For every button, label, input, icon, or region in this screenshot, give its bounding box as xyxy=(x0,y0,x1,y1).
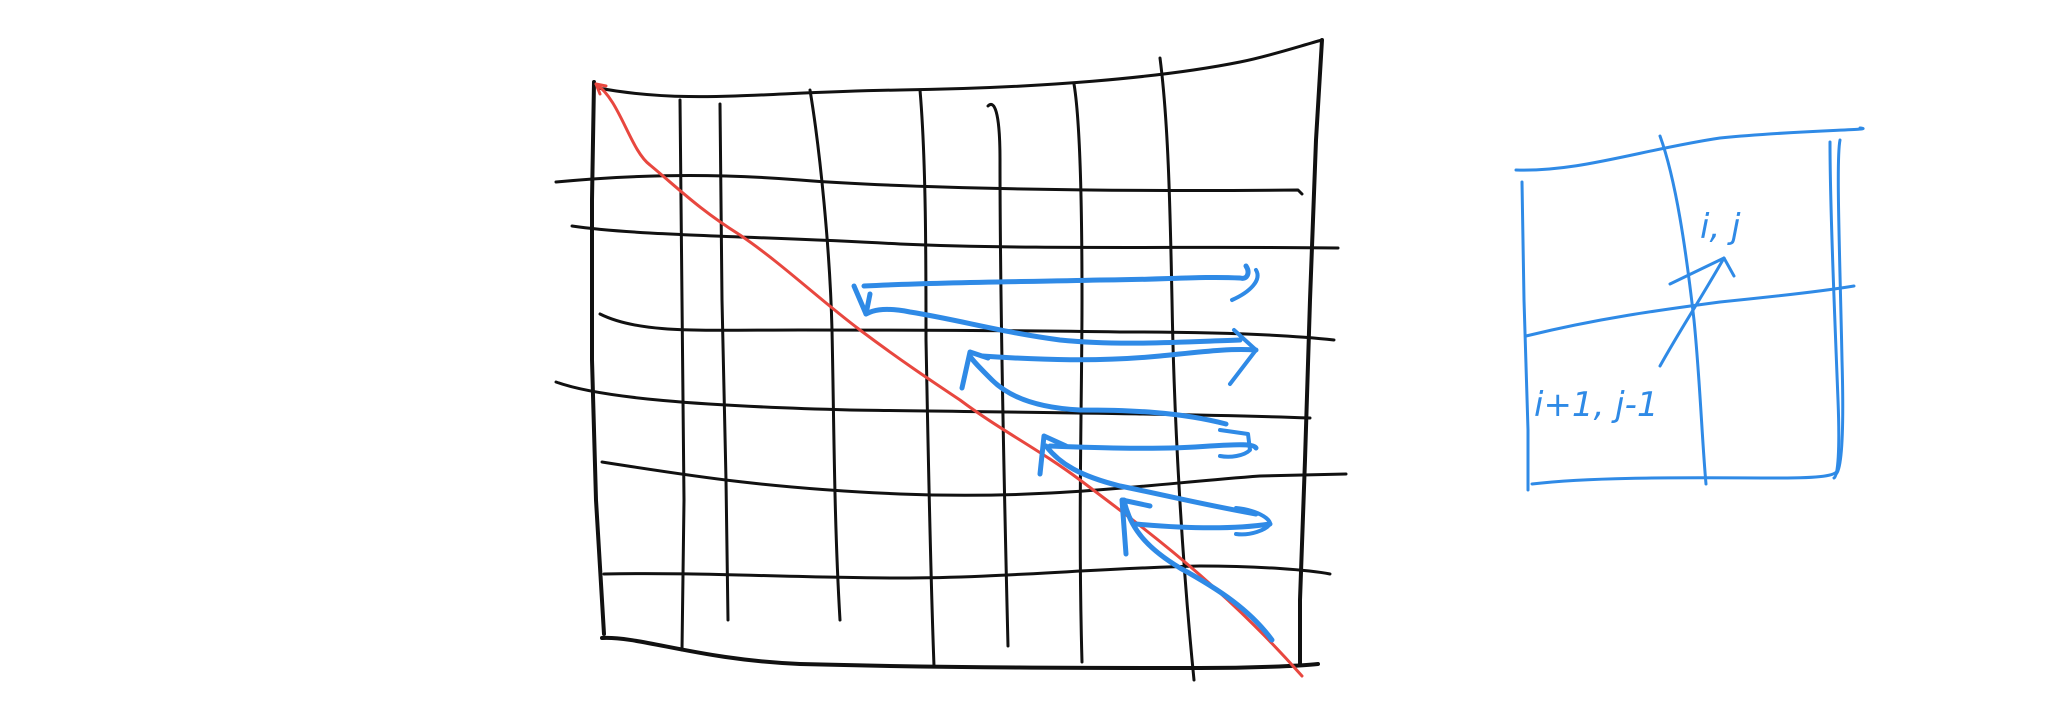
arrowhead-left xyxy=(1119,497,1153,557)
arrowhead-right xyxy=(1218,428,1252,459)
arrowhead-left xyxy=(959,349,991,391)
arrowhead-left xyxy=(851,283,873,317)
inset-line xyxy=(1828,140,1841,480)
traversal-arrow-diagonal xyxy=(863,306,1243,346)
inset-line xyxy=(1524,284,1856,338)
inset-line xyxy=(1520,180,1530,492)
diagonal-line xyxy=(594,82,1304,678)
arrowhead-right xyxy=(1228,328,1258,386)
inset-line xyxy=(1658,134,1708,486)
inset-arrow xyxy=(1658,256,1726,368)
inset-label-top-right: i, j xyxy=(1700,207,1741,247)
traversal-arrow-right xyxy=(861,263,1251,289)
grid-row-line xyxy=(570,224,1340,250)
grid-row-line xyxy=(600,460,1348,497)
grid-col-line xyxy=(718,102,730,622)
diagonal-arrowhead xyxy=(594,82,608,96)
grid-row-line xyxy=(554,380,1312,420)
traversal-arrow-diagonal xyxy=(1043,443,1259,517)
grid-border-top xyxy=(596,38,1324,99)
traversal-arrow-diagonal xyxy=(1121,497,1275,643)
grid-row-line xyxy=(602,564,1332,580)
grid-col-line xyxy=(808,88,842,622)
inset-line xyxy=(1514,126,1865,172)
traversal-arrows xyxy=(851,263,1275,643)
grid-row-line xyxy=(598,312,1336,342)
inset-cell-diagram: i, j i+1, j-1 xyxy=(1514,126,1865,492)
inset-label-bottom-left: i+1, j-1 xyxy=(1534,385,1659,425)
grid-col-line xyxy=(1158,56,1196,682)
grid-row-line xyxy=(554,174,1304,196)
grid-col-line xyxy=(678,98,686,652)
inset-line xyxy=(1530,468,1840,486)
traversal-arrow-diagonal xyxy=(967,353,1229,427)
grid-border-bottom xyxy=(600,635,1320,670)
grid-border-left xyxy=(590,80,606,636)
arrowhead-right xyxy=(1230,268,1260,302)
arrowhead-left xyxy=(1037,433,1069,477)
grid-border-right xyxy=(1298,38,1324,666)
traversal-arrow-right xyxy=(1047,442,1259,451)
grid-col-line xyxy=(1072,82,1084,664)
grid-col-line xyxy=(918,88,936,668)
grid-col-line xyxy=(986,103,1010,648)
inset-arrowhead xyxy=(1668,256,1736,286)
arrowhead-right xyxy=(1234,506,1272,537)
traversal-arrow-right xyxy=(1133,521,1273,531)
inset-line xyxy=(1834,138,1845,476)
traversal-arrow-right xyxy=(979,346,1259,363)
dp-grid xyxy=(554,38,1348,682)
